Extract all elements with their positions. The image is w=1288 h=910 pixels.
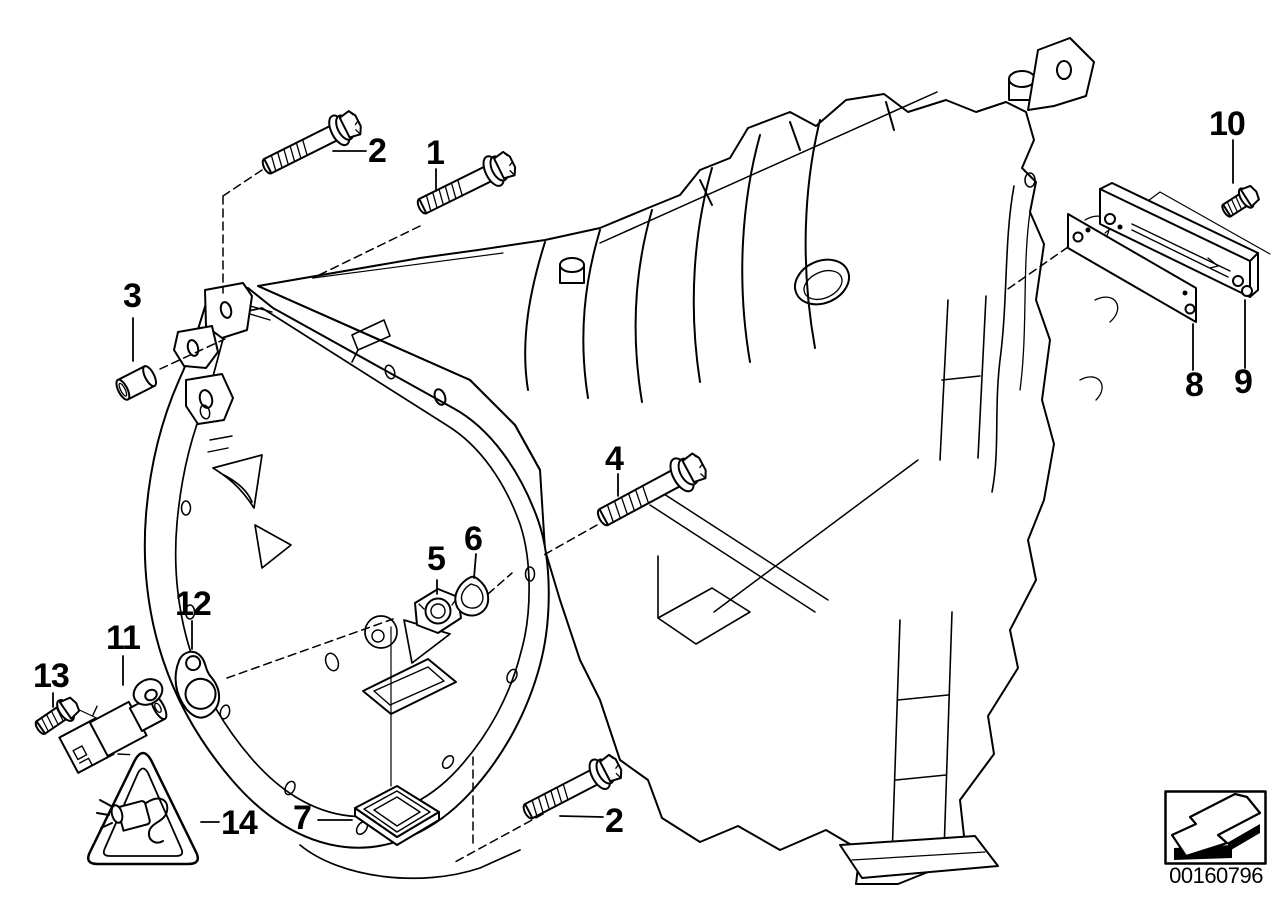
callout-4[interactable]: 4: [605, 440, 624, 478]
holder-plate-8: [1067, 213, 1197, 323]
callout-11[interactable]: 11: [106, 619, 141, 657]
torx-bolt-2-top: [261, 110, 362, 175]
torx-bolt-2-bottom: [522, 753, 623, 820]
callout-8[interactable]: 8: [1185, 366, 1204, 404]
direction-icon-box: [1164, 790, 1267, 865]
plug-cable-icon: [96, 797, 169, 844]
callout-10[interactable]: 10: [1209, 105, 1246, 143]
callout-5[interactable]: 5: [427, 540, 446, 578]
callout-3[interactable]: 3: [123, 277, 142, 315]
callout-9[interactable]: 9: [1234, 363, 1253, 401]
callout-6[interactable]: 6: [464, 520, 483, 558]
screw-13: [34, 696, 81, 735]
callout-7[interactable]: 7: [293, 799, 312, 837]
callout-1[interactable]: 1: [426, 134, 445, 172]
alignment-dashed-lines: [159, 169, 1069, 863]
lock-washer-6: [454, 575, 490, 617]
pulse-sensor-11: [58, 678, 168, 774]
holder-rail-9: [1099, 182, 1259, 298]
direction-arrow-icon: [1170, 792, 1262, 860]
callout-12[interactable]: 12: [175, 585, 212, 623]
cover-seal-7: [354, 785, 440, 846]
callout-2-top[interactable]: 2: [368, 132, 387, 170]
screw-10: [1221, 184, 1260, 218]
dowel-sleeve-3: [115, 365, 157, 401]
image-number: 00160796: [1169, 863, 1263, 888]
callout-13[interactable]: 13: [33, 657, 70, 695]
gasket-12: [174, 650, 221, 719]
callout-14[interactable]: 14: [221, 804, 258, 842]
torx-bolt-4: [596, 452, 707, 527]
callout-2-bottom[interactable]: 2: [605, 802, 624, 840]
leader-lines: [52, 139, 1246, 823]
warning-triangle-plug-14: [87, 751, 199, 866]
torx-bolt-1: [416, 150, 517, 215]
